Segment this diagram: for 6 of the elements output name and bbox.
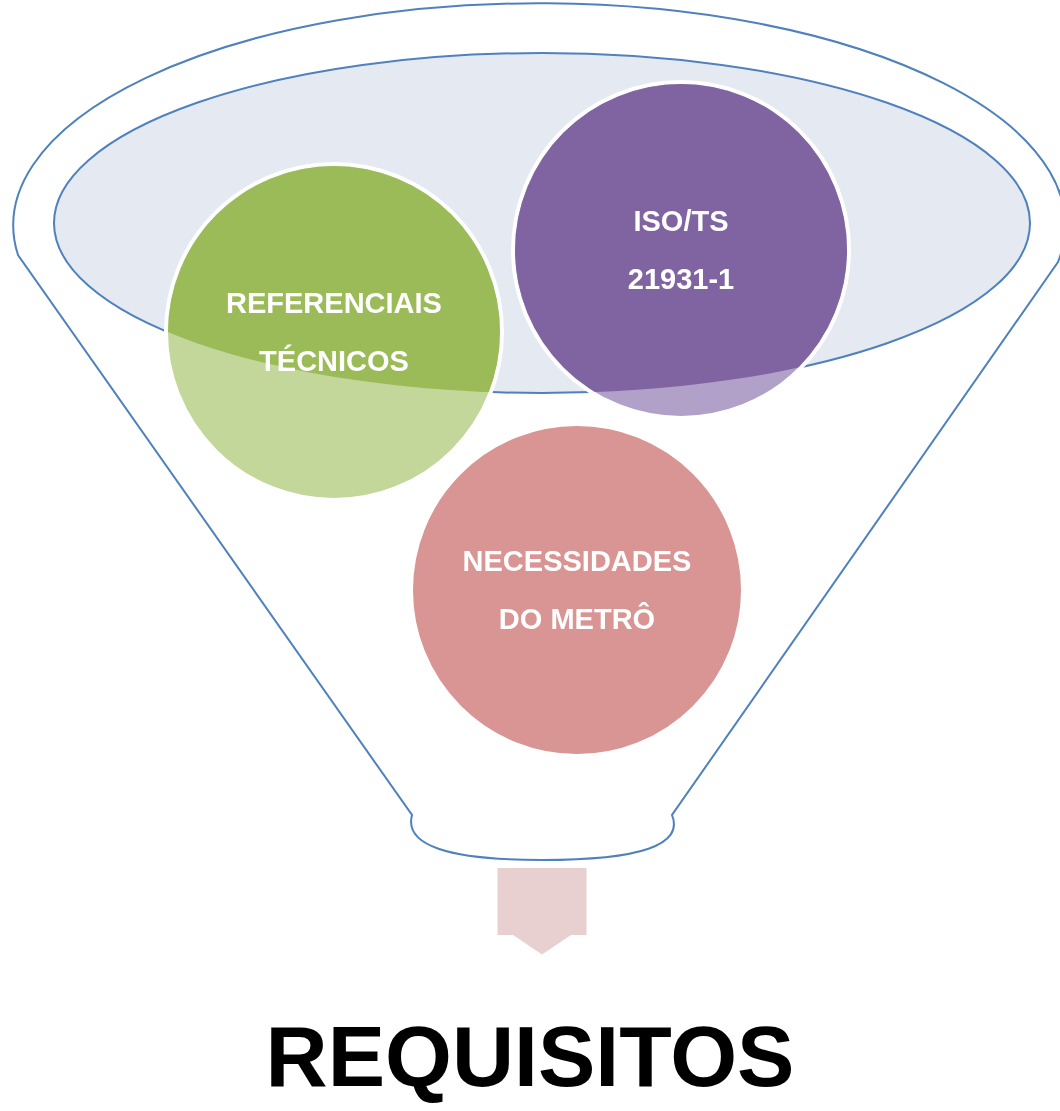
heading-text: REQUISITOS [0, 1010, 1060, 1102]
node-text: REFERENCIAIS TÉCNICOS [225, 286, 443, 379]
funnel-shape [10, 0, 1060, 862]
node-text: ISO/TS 21931-1 [626, 204, 736, 297]
arrow [497, 868, 587, 955]
node-text: NECESSIDADES DO METRÔ [461, 544, 693, 637]
